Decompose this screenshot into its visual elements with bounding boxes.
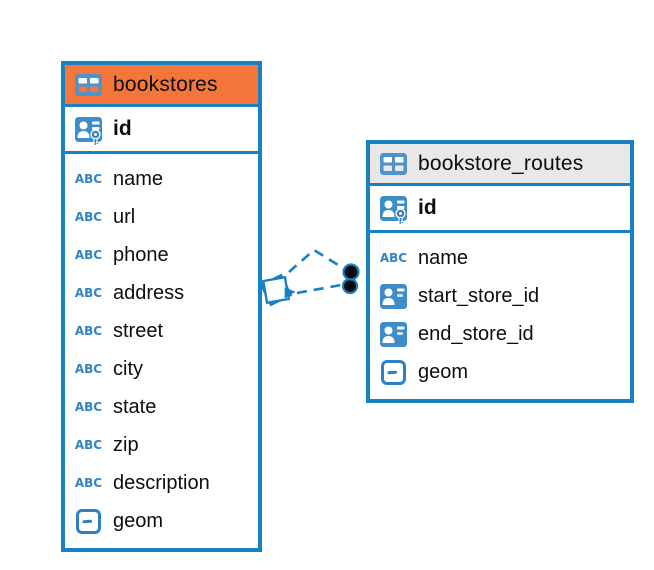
text-type-icon: ABC [74, 285, 103, 301]
column-label: id [418, 196, 437, 219]
column-label: start_store_id [418, 284, 540, 307]
table-header-bookstores[interactable]: bookstores [65, 65, 258, 107]
column-label: street [113, 319, 164, 342]
column-row-start-store-id[interactable]: start_store_id [370, 277, 630, 315]
table-node-bookstores[interactable]: bookstores id [61, 61, 262, 552]
column-row-url[interactable]: ABC url [65, 198, 258, 236]
column-row-city[interactable]: ABC city [65, 350, 258, 388]
text-type-icon: ABC [74, 475, 103, 491]
column-label: url [113, 205, 136, 228]
relation-endpoint-dot-lower [341, 277, 359, 295]
column-label: state [113, 395, 157, 418]
column-label: name [418, 246, 469, 269]
column-label: id [113, 117, 132, 140]
column-row-name[interactable]: ABC name [65, 160, 258, 198]
foreign-key-icon [378, 283, 409, 309]
column-row-phone[interactable]: ABC phone [65, 236, 258, 274]
relation-endpoint-dot-upper [342, 263, 360, 281]
column-list: ABC name ABC url ABC phone ABC address A… [65, 154, 258, 548]
primary-key-icon [378, 195, 409, 225]
text-type-icon: ABC [74, 171, 103, 187]
relation-line-lower [296, 283, 342, 295]
column-row-name[interactable]: ABC name [370, 239, 630, 277]
column-row-state[interactable]: ABC state [65, 388, 258, 426]
table-title: bookstore_routes [418, 151, 584, 175]
text-type-icon: ABC [74, 247, 103, 263]
text-type-icon: ABC [74, 437, 103, 453]
table-header-bookstore-routes[interactable]: bookstore_routes [370, 144, 630, 186]
text-type-icon: ABC [74, 399, 103, 415]
geometry-type-icon [73, 508, 104, 534]
column-label: geom [418, 360, 469, 383]
text-type-icon: ABC [74, 209, 103, 225]
geometry-type-icon [378, 359, 409, 385]
column-row-zip[interactable]: ABC zip [65, 426, 258, 464]
column-label: city [113, 357, 143, 380]
column-label: name [113, 167, 164, 190]
column-row-address[interactable]: ABC address [65, 274, 258, 312]
relation-line-upper [288, 248, 344, 273]
column-label: zip [113, 433, 139, 456]
table-icon [73, 73, 104, 96]
column-row-geom[interactable]: geom [370, 353, 630, 391]
column-row-street[interactable]: ABC street [65, 312, 258, 350]
column-label: end_store_id [418, 322, 534, 345]
column-label: geom [113, 509, 164, 532]
primary-key-icon [73, 116, 104, 146]
relation-source-symbol [259, 273, 296, 307]
text-type-icon: ABC [379, 250, 408, 266]
column-label: phone [113, 243, 169, 266]
table-node-bookstore-routes[interactable]: bookstore_routes id [366, 140, 634, 403]
column-row-description[interactable]: ABC description [65, 464, 258, 502]
table-title: bookstores [113, 72, 218, 96]
column-row-id[interactable]: id [370, 186, 630, 233]
column-list: ABC name start_store_id [370, 233, 630, 399]
table-icon [378, 152, 409, 175]
text-type-icon: ABC [74, 361, 103, 377]
column-row-id[interactable]: id [65, 107, 258, 154]
column-label: address [113, 281, 185, 304]
column-label: description [113, 471, 210, 494]
foreign-key-icon [378, 321, 409, 347]
text-type-icon: ABC [74, 323, 103, 339]
column-row-end-store-id[interactable]: end_store_id [370, 315, 630, 353]
column-row-geom[interactable]: geom [65, 502, 258, 540]
